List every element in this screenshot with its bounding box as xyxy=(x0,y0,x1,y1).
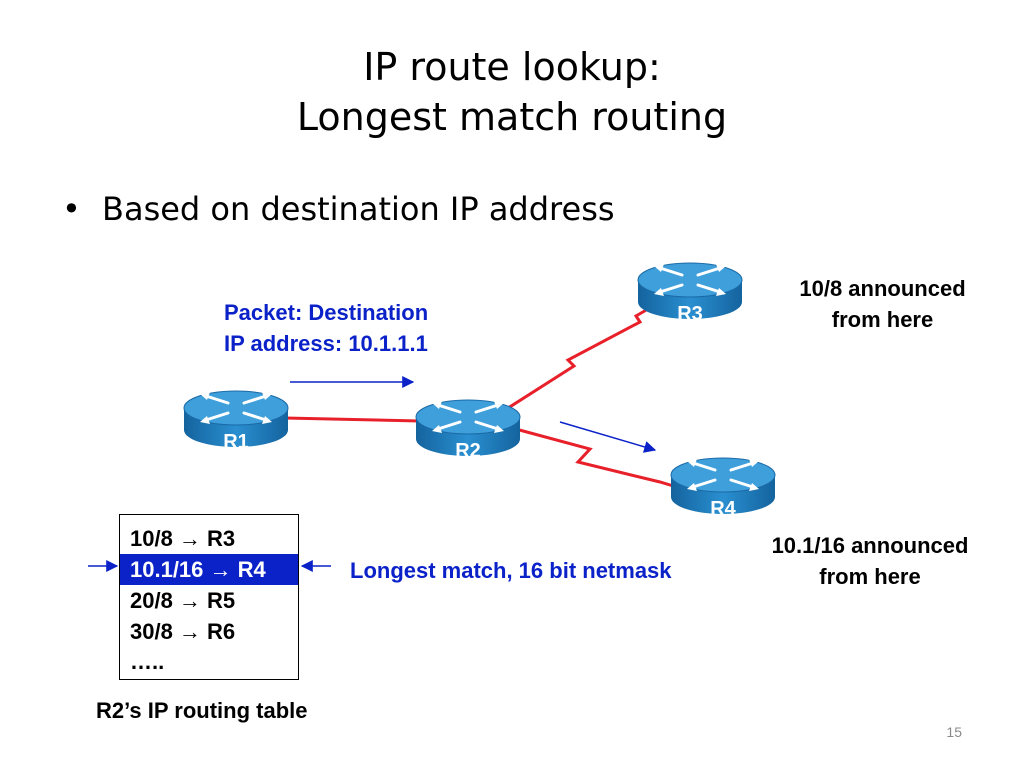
table-row-highlighted: 10.1/16 → R4 xyxy=(120,554,298,585)
routing-table-caption: R2’s IP routing table xyxy=(96,698,308,723)
router-r2-label: R2 xyxy=(455,440,481,462)
router-r2[interactable]: R2 xyxy=(414,398,522,462)
router-r4[interactable]: R4 xyxy=(669,456,777,520)
packet-destination-label: Packet: Destination IP address: 10.1.1.1 xyxy=(224,297,428,359)
link-r2-r4 xyxy=(511,426,681,490)
router-r1-label: R1 xyxy=(223,431,249,453)
routing-table: 10/8 → R3 10.1/16 → R4 20/8 → R5 30/8 → … xyxy=(119,514,299,680)
table-row: ….. xyxy=(130,649,165,674)
packet-arrow-to-r4 xyxy=(559,421,657,453)
bullet-text: Based on destination IP address xyxy=(102,190,615,228)
bullet-item: • Based on destination IP address xyxy=(62,190,615,228)
router-r3[interactable]: R3 xyxy=(636,261,744,325)
router-r4-label: R4 xyxy=(710,498,736,520)
r3-announcement-note: 10/8 announced from here xyxy=(770,273,995,335)
slide-number: 15 xyxy=(946,724,962,740)
bullet-glyph: • xyxy=(62,190,81,228)
longest-match-label: Longest match, 16 bit netmask xyxy=(350,558,672,583)
title-line-1: IP route lookup: xyxy=(363,45,661,89)
link-r1-r2 xyxy=(284,416,421,423)
table-row: 30/8 → R6 xyxy=(130,619,236,644)
r4-announcement-note: 10.1/16 announced from here xyxy=(745,530,995,592)
r3-note-line-2: from here xyxy=(831,307,934,332)
router-r3-label: R3 xyxy=(677,303,703,325)
slide-title: IP route lookup: Longest match routing xyxy=(0,42,1024,142)
title-line-2: Longest match routing xyxy=(296,95,728,139)
packet-label-line-2: IP address: 10.1.1.1 xyxy=(224,331,428,356)
link-r2-r3 xyxy=(504,300,661,412)
router-r1[interactable]: R1 xyxy=(182,389,290,453)
r4-note-line-2: from here xyxy=(819,564,921,589)
r4-note-line-1: 10.1/16 announced xyxy=(771,533,969,558)
table-row: 10/8 → R3 xyxy=(130,526,236,551)
packet-label-line-1: Packet: Destination xyxy=(224,300,429,325)
table-row: 20/8 → R5 xyxy=(130,588,236,613)
r3-note-line-1: 10/8 announced xyxy=(799,276,966,301)
